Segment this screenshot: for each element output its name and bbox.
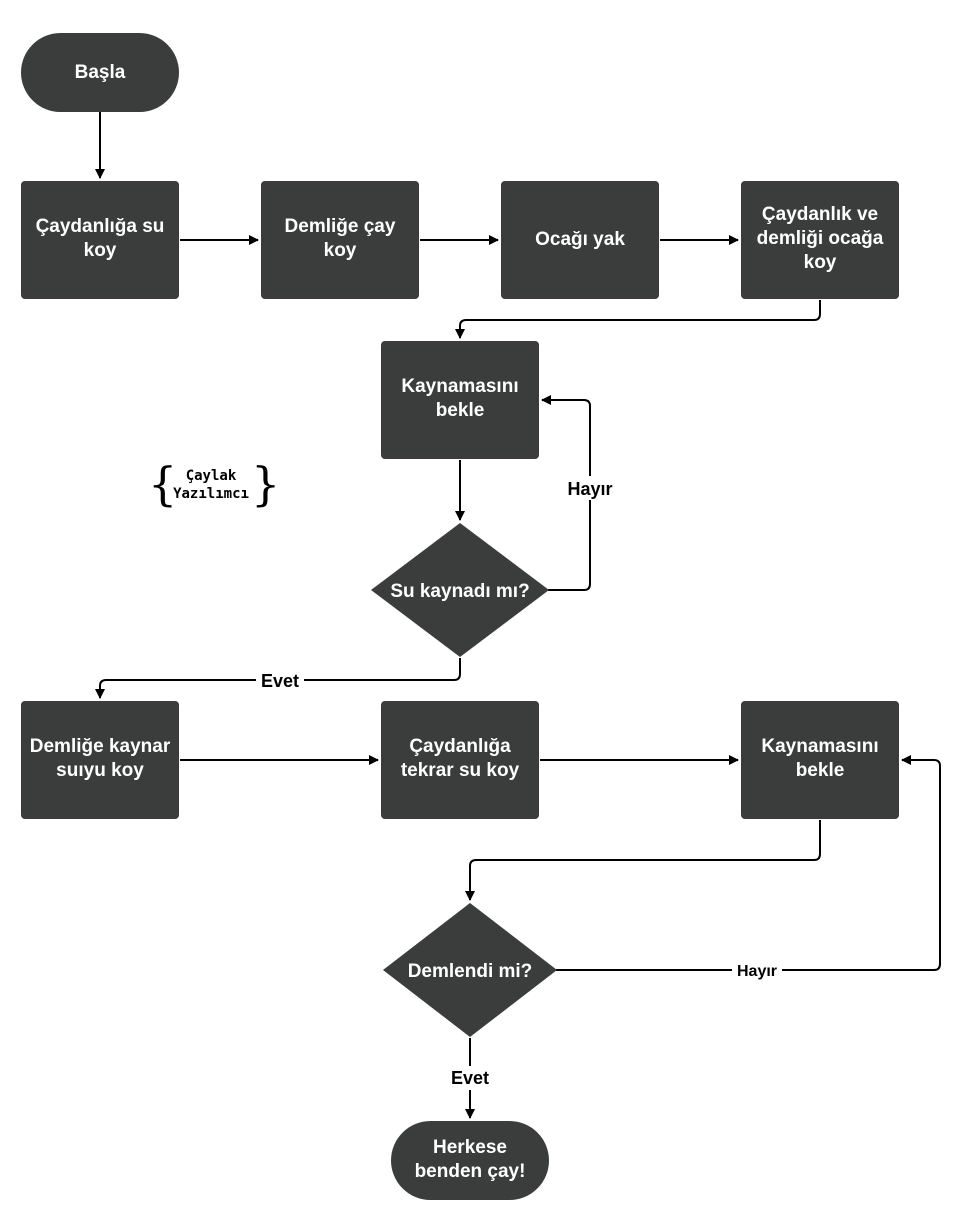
node-put-on-stove-line2: demliği ocağa bbox=[757, 228, 884, 249]
node-wait-boil-2-line2: bekle bbox=[796, 760, 845, 781]
node-start: Başla bbox=[21, 33, 179, 112]
edge-labels: Hayır Evet Hayır Evet bbox=[256, 476, 782, 1090]
node-pour-water-line1: Demliğe kaynar bbox=[30, 736, 171, 757]
node-brewed-decision: Demlendi mi? bbox=[383, 903, 557, 1037]
node-end-line2: benden çay! bbox=[415, 1161, 526, 1182]
logo-line1: Çaylak bbox=[186, 468, 237, 484]
node-tea-in-pot-line2: koy bbox=[324, 240, 357, 261]
node-end: Herkese benden çay! bbox=[391, 1121, 549, 1200]
node-put-on-stove-line3: koy bbox=[804, 252, 837, 273]
node-end-line1: Herkese bbox=[433, 1137, 507, 1158]
edge-wait2-to-brewed bbox=[465, 820, 821, 901]
node-wait-boil-1-line2: bekle bbox=[436, 400, 485, 421]
logo-line2: Yazılımcı bbox=[173, 486, 249, 502]
edge-brewed-no-loop bbox=[556, 755, 941, 971]
node-light-stove-label: Ocağı yak bbox=[535, 229, 625, 250]
logo-left-brace-icon: { bbox=[148, 457, 177, 511]
node-fill-kettle-line2: koy bbox=[84, 240, 117, 261]
edge-put-to-wait1 bbox=[455, 300, 821, 339]
label-brewed-no: Hayır bbox=[737, 963, 777, 980]
node-tea-in-pot: Demliğe çay koy bbox=[261, 181, 419, 299]
node-fill-kettle: Çaydanlığa su koy bbox=[21, 181, 179, 299]
node-wait-boil-1-line1: Kaynamasını bbox=[401, 376, 518, 397]
node-refill-kettle-line2: tekrar su koy bbox=[401, 760, 520, 781]
node-put-on-stove-line1: Çaydanlık ve bbox=[762, 204, 878, 225]
node-fill-kettle-line1: Çaydanlığa su bbox=[36, 216, 165, 237]
label-boiled-no: Hayır bbox=[567, 479, 612, 499]
node-boiled-decision-label: Su kaynadı mı? bbox=[390, 581, 529, 602]
node-wait-boil-2-line1: Kaynamasını bbox=[761, 736, 878, 757]
logo: { Çaylak Yazılımcı } bbox=[148, 457, 280, 511]
node-wait-boil-1: Kaynamasını bekle bbox=[381, 341, 539, 459]
node-start-label: Başla bbox=[75, 62, 126, 83]
node-light-stove: Ocağı yak bbox=[501, 181, 659, 299]
label-boiled-yes: Evet bbox=[261, 671, 299, 691]
node-brewed-decision-label: Demlendi mi? bbox=[408, 961, 533, 982]
node-refill-kettle-line1: Çaydanlığa bbox=[409, 736, 511, 757]
node-boiled-decision: Su kaynadı mı? bbox=[371, 523, 549, 657]
node-pour-water: Demliğe kaynar suıyu koy bbox=[21, 701, 179, 819]
node-pour-water-line2: suıyu koy bbox=[56, 760, 144, 781]
node-put-on-stove: Çaydanlık ve demliği ocağa koy bbox=[741, 181, 899, 299]
label-brewed-yes: Evet bbox=[451, 1068, 489, 1088]
node-refill-kettle: Çaydanlığa tekrar su koy bbox=[381, 701, 539, 819]
node-wait-boil-2: Kaynamasını bekle bbox=[741, 701, 899, 819]
logo-right-brace-icon: } bbox=[251, 457, 280, 511]
node-tea-in-pot-line1: Demliğe çay bbox=[285, 216, 396, 237]
